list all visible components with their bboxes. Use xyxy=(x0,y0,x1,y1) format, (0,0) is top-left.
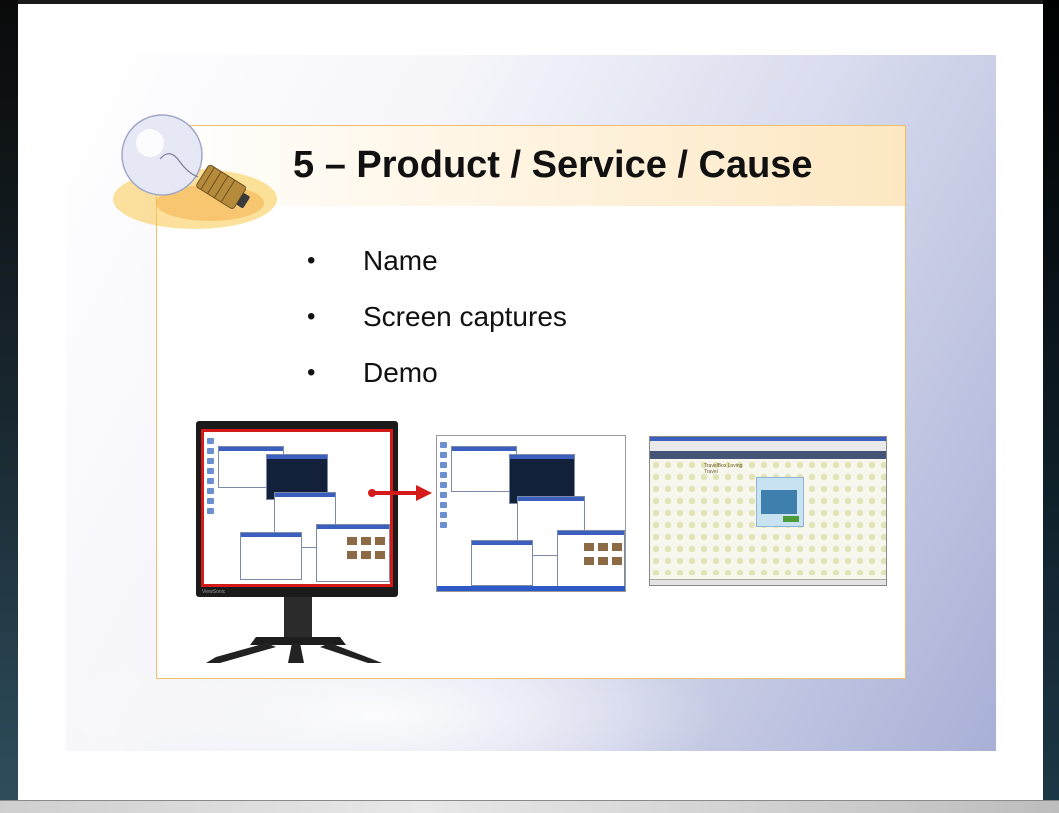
bullet-item: Screen captures xyxy=(307,300,567,356)
website-feature-button xyxy=(783,516,799,522)
title-band xyxy=(157,126,905,206)
viewer-frame-right xyxy=(1043,0,1059,813)
slide: 5 – Product / Service / Cause Name Scree… xyxy=(66,55,996,751)
bullet-item: Demo xyxy=(307,356,567,412)
monitor-bezel: ViewSonic xyxy=(196,421,398,597)
website-feature-image xyxy=(761,490,797,514)
viewer-frame-top xyxy=(0,0,1059,4)
viewer-frame-left xyxy=(0,0,18,813)
monitor-stand xyxy=(206,597,382,663)
desktop-window xyxy=(557,530,625,590)
website-feature-panel xyxy=(756,477,804,527)
desktop-window xyxy=(316,524,390,582)
desktop-window xyxy=(509,454,575,504)
desktop-window xyxy=(471,540,533,586)
desktop-icons xyxy=(207,438,215,518)
taskbar xyxy=(437,586,625,591)
bullet-item: Name xyxy=(307,244,567,300)
desktop-window xyxy=(451,446,517,492)
arrow-right-icon xyxy=(368,485,432,501)
browser-navbar xyxy=(650,451,886,459)
browser-titlebar xyxy=(650,437,886,441)
viewer-frame-bottom xyxy=(0,800,1059,813)
website-screenshot: TravelBox Loving Travel xyxy=(649,436,887,586)
monitor-screen-highlight xyxy=(201,429,393,587)
browser-statusbar xyxy=(650,579,886,585)
desktop-window xyxy=(240,532,302,580)
cropped-screen-capture xyxy=(436,435,626,592)
bullet-list: Name Screen captures Demo xyxy=(307,244,567,412)
desktop-icons xyxy=(440,442,448,532)
monitor-image: ViewSonic xyxy=(196,421,400,665)
lightbulb-icon xyxy=(113,114,277,229)
website-logo: TravelBox Loving Travel xyxy=(704,463,743,475)
document-page: 5 – Product / Service / Cause Name Scree… xyxy=(18,4,1043,800)
slide-title: 5 – Product / Service / Cause xyxy=(293,144,813,186)
monitor-brand: ViewSonic xyxy=(202,589,226,595)
